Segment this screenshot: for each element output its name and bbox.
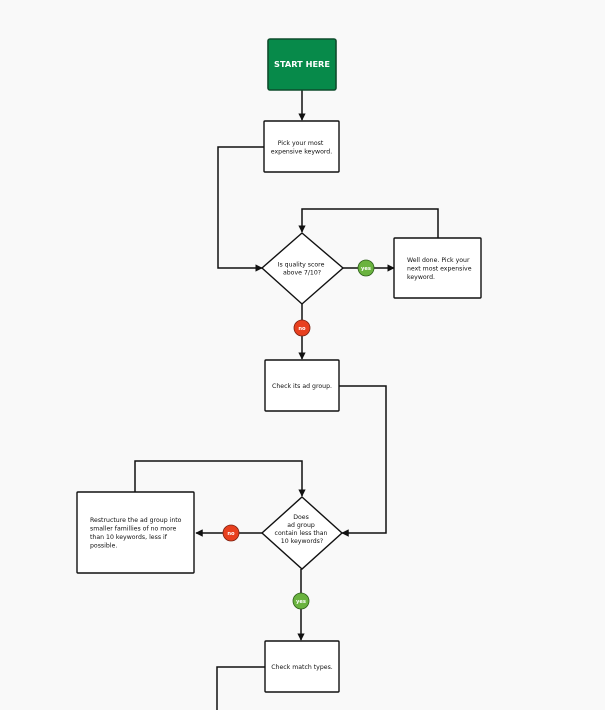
connector-checkadgroup-to-decision: [339, 385, 387, 537]
svg-text:no: no: [298, 326, 306, 332]
restructure-line-2: smaller famillies of no more: [90, 526, 176, 533]
svg-text:Check its ad group.: Check its ad group.: [272, 383, 332, 390]
check-match-types-box: Check match types.: [264, 640, 340, 693]
restructure-line-3: than 10 keywords, less if: [90, 534, 168, 541]
connector-restructure-loop: [134, 460, 306, 497]
svg-text:Is quality score above 7: Is quality score above 7/10?: [278, 262, 327, 277]
yes-badge-quality: yes: [357, 259, 375, 277]
pick-keyword-box: Pick your most expensive keyword.: [263, 120, 340, 173]
ad-group-decision-line-2: ad group: [287, 522, 315, 529]
restructure-box: Restructure the ad group into smaller fa…: [76, 491, 195, 574]
svg-text:no: no: [227, 531, 235, 537]
well-done-line-1: Well done. Pick your: [407, 257, 470, 264]
quality-score-decision: Is quality score above 7/10?: [260, 232, 345, 305]
check-ad-group-line-1: Check its ad group.: [272, 383, 332, 390]
svg-text:Pick your most expensive: Pick your most expensive keyword.: [271, 140, 332, 156]
ad-group-decision-line-3: contain less than: [275, 530, 328, 537]
ad-group-size-decision: Does ad group contain less than 10 keywo…: [260, 496, 344, 570]
pick-keyword-line-1: Pick your most: [278, 140, 324, 147]
svg-text:Well done. Pick your nex: Well done. Pick your next most expensive…: [407, 257, 474, 281]
quality-decision-line-1: Is quality score: [278, 262, 325, 269]
restructure-line-4: possible.: [90, 543, 117, 550]
svg-text:yes: yes: [361, 266, 371, 272]
restructure-line-1: Restructure the ad group into: [90, 517, 182, 524]
no-badge-ad-group: no: [222, 524, 240, 542]
svg-text:yes: yes: [296, 599, 306, 605]
svg-text:Check match types.: Check match types.: [271, 664, 333, 671]
quality-decision-line-2: above 7/10?: [283, 270, 321, 277]
connector-matchtypes-out: [216, 666, 265, 710]
check-ad-group-box: Check its ad group.: [264, 359, 340, 412]
start-node: START HERE: [267, 38, 337, 91]
check-match-types-line-1: Check match types.: [271, 664, 333, 671]
ad-group-decision-line-1: Does: [293, 514, 309, 521]
well-done-line-2: next most expensive: [407, 266, 472, 273]
svg-text:Restructure the ad group into: Restructure the ad group into smaller fa…: [90, 517, 183, 550]
svg-text:Does ad group cont: Does ad group contain less than 10 keywo…: [275, 514, 330, 545]
well-done-line-3: keyword.: [407, 274, 435, 281]
pick-keyword-line-2: expensive keyword.: [271, 149, 332, 156]
no-badge-quality: no: [293, 319, 311, 337]
connector-pick-to-quality: [217, 146, 264, 272]
connector-welldone-loop: [298, 208, 439, 238]
yes-badge-ad-group: yes: [292, 592, 310, 610]
ad-group-decision-line-4: 10 keywords?: [281, 538, 323, 545]
well-done-box: Well done. Pick your next most expensive…: [393, 237, 482, 299]
start-label: START HERE: [274, 59, 330, 69]
